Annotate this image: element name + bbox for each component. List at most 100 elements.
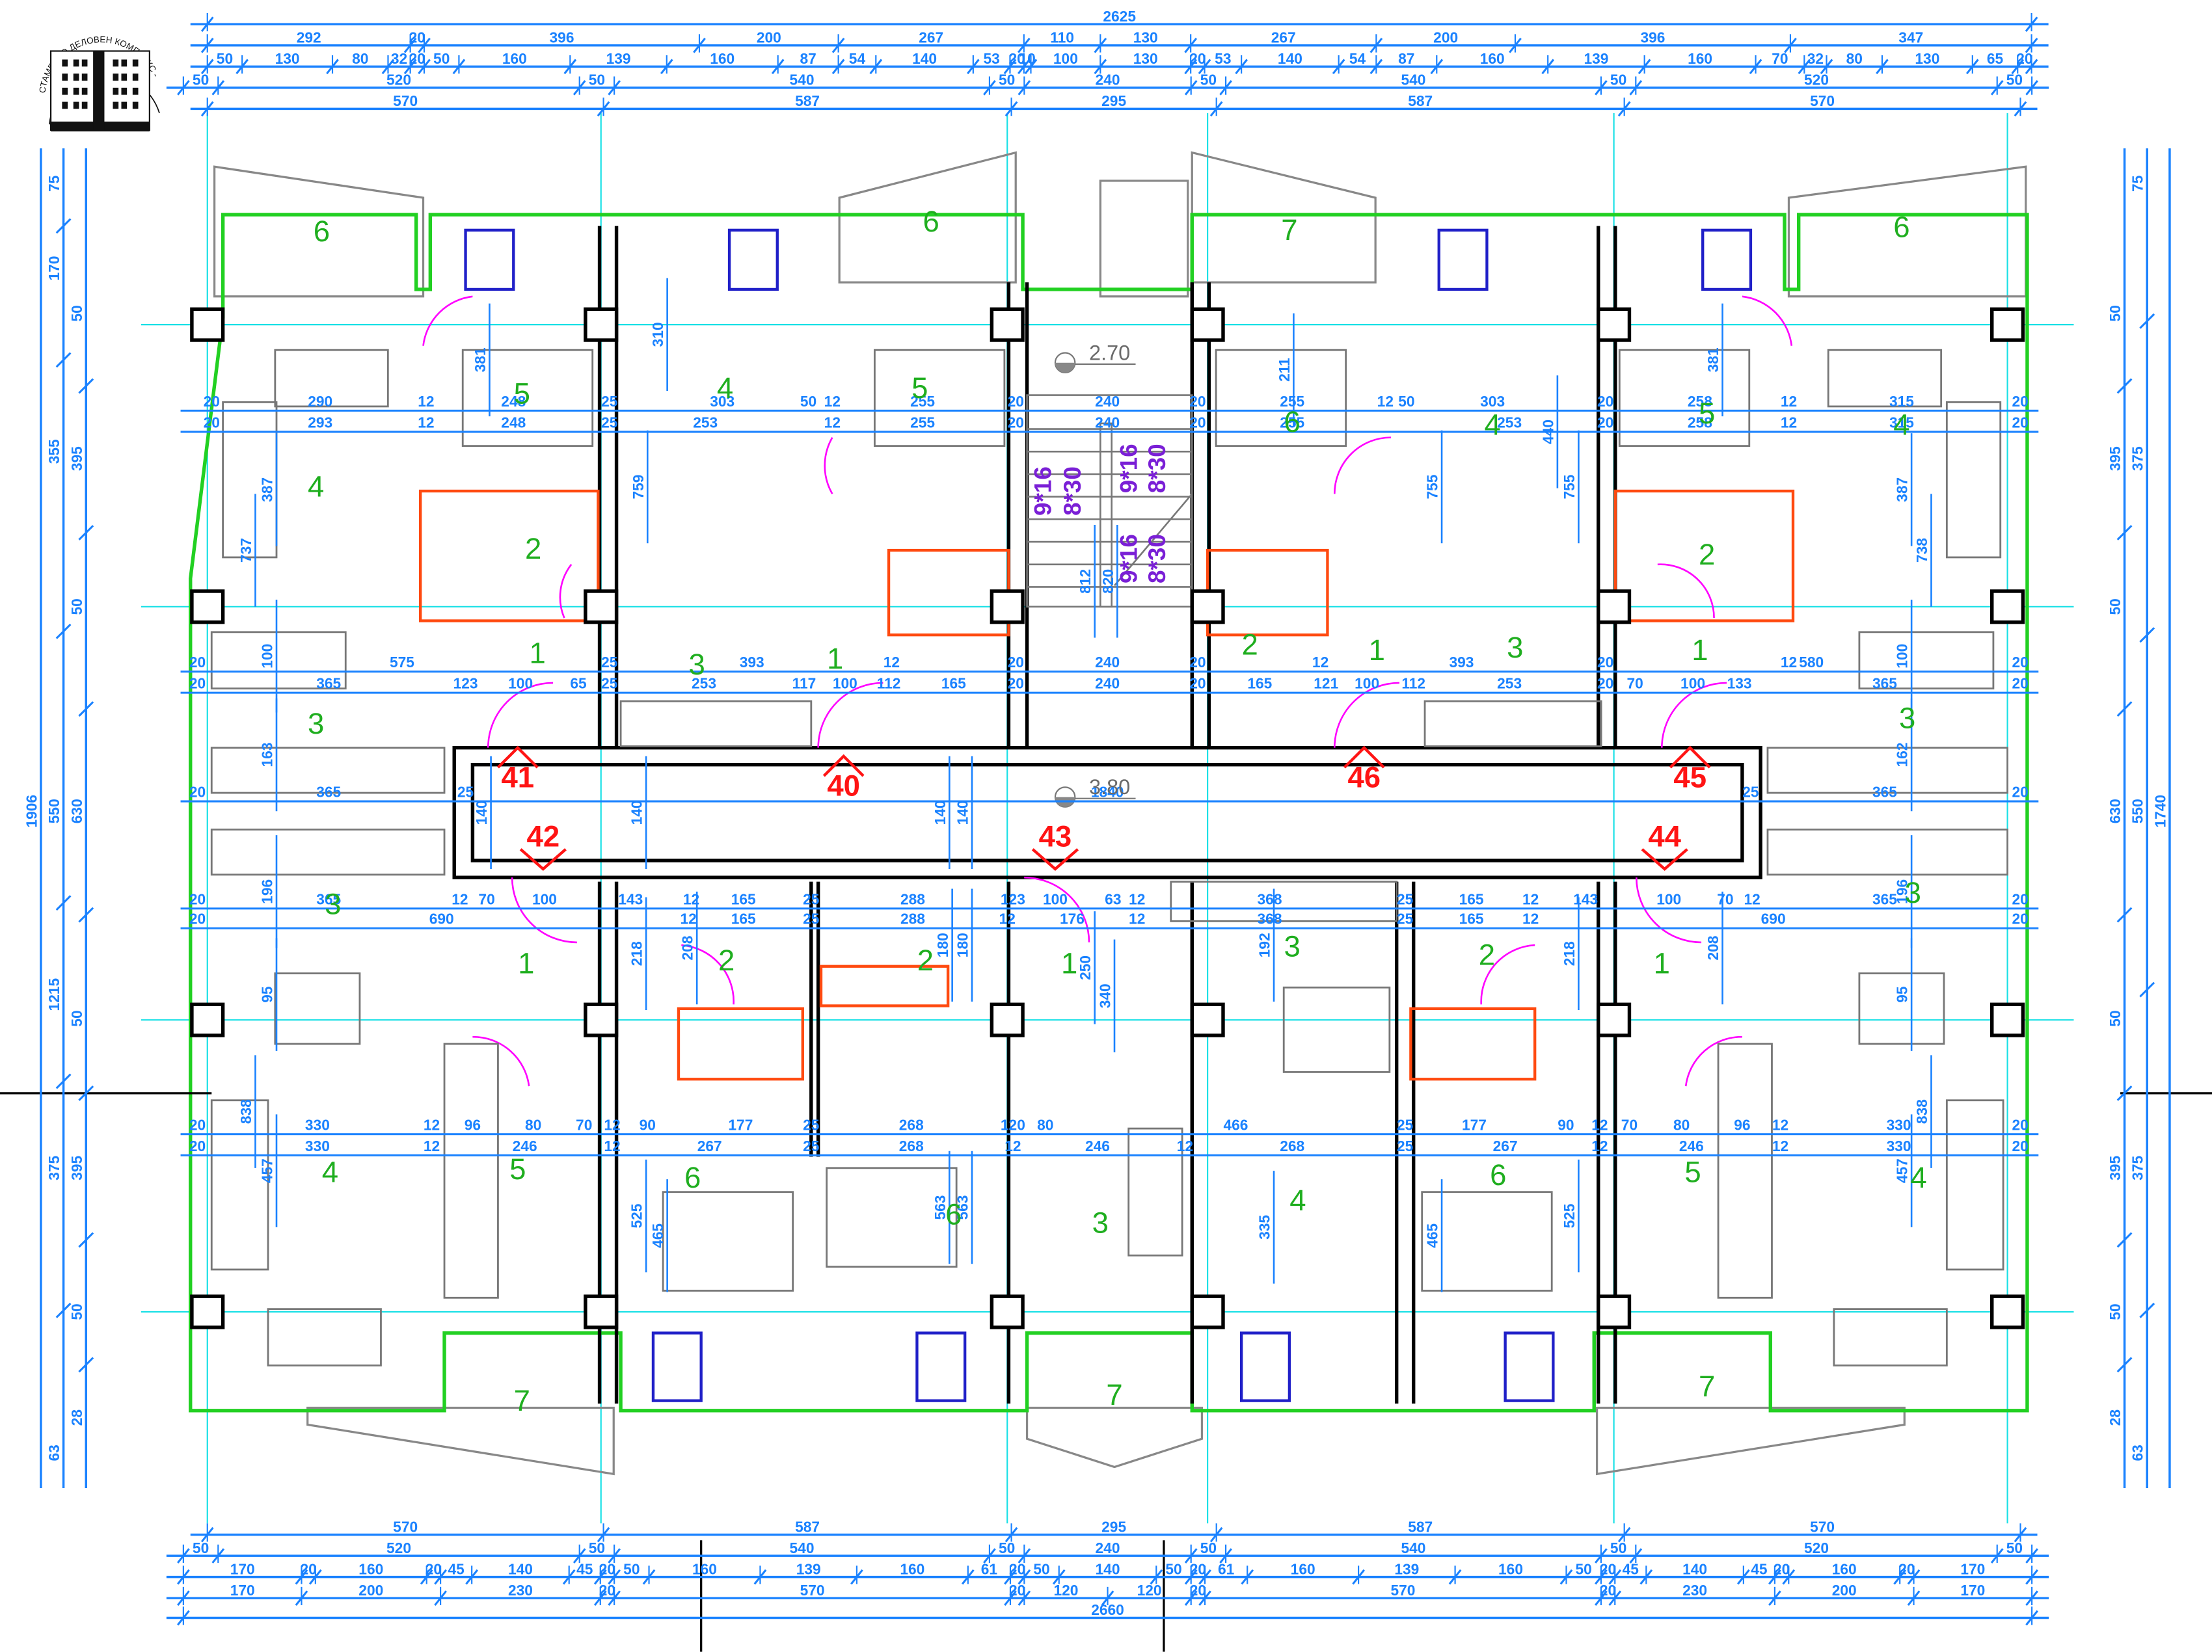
- dimension-tick: [78, 1357, 94, 1373]
- dimension-value: 375: [2129, 446, 2146, 471]
- dimension-value: 375: [46, 1156, 62, 1180]
- dimension-value: 253: [1497, 675, 1522, 692]
- dimension-value: 53: [983, 50, 999, 67]
- dimension-tick: [2116, 1232, 2133, 1248]
- dimension-value: 465: [649, 1223, 666, 1248]
- column: [1190, 307, 1225, 342]
- dimension-value: 440: [1539, 420, 1556, 444]
- dimension-value: 208: [1705, 936, 1721, 961]
- columns: [190, 307, 2025, 1329]
- dimension-value: 70: [1626, 675, 1643, 692]
- dimension-value: 130: [275, 50, 300, 67]
- dimension-value: 368: [1258, 890, 1282, 907]
- dimension-value: 267: [919, 29, 943, 46]
- dimension-value: 12: [1781, 393, 1797, 410]
- apartment-number: 40: [827, 769, 860, 802]
- dining-table-icon: [1858, 972, 1945, 1045]
- dimension-value: 295: [1101, 92, 1126, 109]
- dimension-value: 1740: [2151, 795, 2168, 828]
- dimension-value: 20: [599, 1582, 615, 1599]
- elevator-shaft: [1099, 180, 1189, 298]
- dimension-value: 80: [1037, 1116, 1053, 1133]
- dimension-value: 570: [393, 1518, 418, 1535]
- column: [190, 1294, 225, 1329]
- bed-icon: [1421, 1191, 1553, 1292]
- dimension-value: 520: [386, 1539, 411, 1556]
- dimension-value: 630: [68, 799, 85, 823]
- column: [1990, 307, 2025, 342]
- dimension-value: 95: [1894, 986, 1911, 1003]
- dimension-value: 50: [2107, 305, 2124, 321]
- dimension-value: 100: [833, 675, 857, 692]
- dimension-value: 20: [2012, 1138, 2028, 1154]
- dimension-value: 20: [1008, 50, 1025, 67]
- level-marker-icon: [1055, 362, 1075, 373]
- dimension-value: 457: [258, 1158, 275, 1183]
- dimension-value: 838: [237, 1099, 254, 1124]
- dimension-value: 160: [1480, 50, 1505, 67]
- dimension-value: 396: [550, 29, 574, 46]
- dimension-value: 12: [1522, 890, 1539, 907]
- dimension-value: 20: [1189, 654, 1206, 671]
- dimension-value: 160: [1688, 50, 1712, 67]
- room-number: 1: [529, 637, 545, 670]
- dimension-value: 759: [630, 475, 647, 500]
- logo: СТАМБЕНО ДЕЛОВЕН КОМПЛЕКС - ДИМИТРИЈА - …: [0, 0, 162, 132]
- dimension-value: 139: [606, 50, 631, 67]
- dimension-value: 50: [1200, 1539, 1217, 1556]
- dimension-value: 248: [501, 414, 526, 431]
- dimension-value: 550: [2129, 799, 2146, 823]
- dimension-value: 170: [1960, 1560, 1985, 1577]
- dimension-value: 20: [599, 1560, 615, 1577]
- windows: [464, 228, 1753, 1402]
- dimension-value: 25: [803, 890, 820, 907]
- balcony-bottom-right: [1595, 1406, 1906, 1476]
- dimension-value: 112: [1401, 675, 1425, 692]
- dimension-value: 50: [193, 72, 209, 88]
- bunk-bed-icon: [1717, 1043, 1773, 1299]
- dimension-value: 12: [1772, 1138, 1788, 1154]
- dimension-value: 50: [68, 598, 85, 615]
- dimension-value: 563: [954, 1195, 971, 1220]
- dimension-value: 737: [237, 538, 254, 563]
- room-number: 1: [1654, 947, 1670, 980]
- dimension-value: 587: [795, 1518, 820, 1535]
- dimension-value: 53: [1215, 50, 1231, 67]
- column: [584, 1002, 619, 1037]
- dimension-value: 170: [46, 256, 62, 280]
- dimension-value: 50: [68, 1303, 85, 1320]
- dimension-value: 165: [731, 890, 756, 907]
- room-number: 4: [322, 1156, 338, 1189]
- room-number: 6: [314, 215, 330, 248]
- dimension-tick: [55, 218, 72, 234]
- dimension-value: 139: [1394, 1560, 1419, 1577]
- dimension-value: 70: [478, 890, 494, 907]
- column: [1597, 1002, 1632, 1037]
- dimension-value: 240: [1096, 1539, 1120, 1556]
- dimension-value: 738: [1913, 538, 1930, 563]
- sofa-icon: [1945, 401, 2002, 559]
- desk-icon: [1282, 986, 1391, 1073]
- dimension-value: 200: [757, 29, 781, 46]
- dimension-value: 12: [424, 1116, 440, 1133]
- dimension-value: 140: [508, 1560, 533, 1577]
- dimension-tick: [55, 895, 72, 911]
- dimension-value: 61: [1218, 1560, 1235, 1577]
- dimension-value: 20: [409, 29, 425, 46]
- dimension-value: 160: [358, 1560, 383, 1577]
- dimension-value: 20: [2012, 911, 2028, 927]
- dimension-tick: [78, 525, 94, 540]
- dimension-value: 240: [1095, 654, 1120, 671]
- dimension-value: 25: [1397, 1138, 1414, 1154]
- dimension-value: 20: [1009, 1582, 1025, 1599]
- dimension-value: 12: [1377, 393, 1394, 410]
- dimension-value: 755: [1561, 474, 1578, 499]
- dimension-value: 123: [1001, 890, 1025, 907]
- column: [990, 307, 1025, 342]
- room-number: 6: [1893, 211, 1909, 244]
- dimension-value: 293: [308, 414, 332, 431]
- dimension-value: 100: [1680, 675, 1705, 692]
- dimension-value: 268: [899, 1138, 924, 1154]
- dimension-value: 20: [1008, 675, 1024, 692]
- dimension-value: 365: [316, 784, 341, 801]
